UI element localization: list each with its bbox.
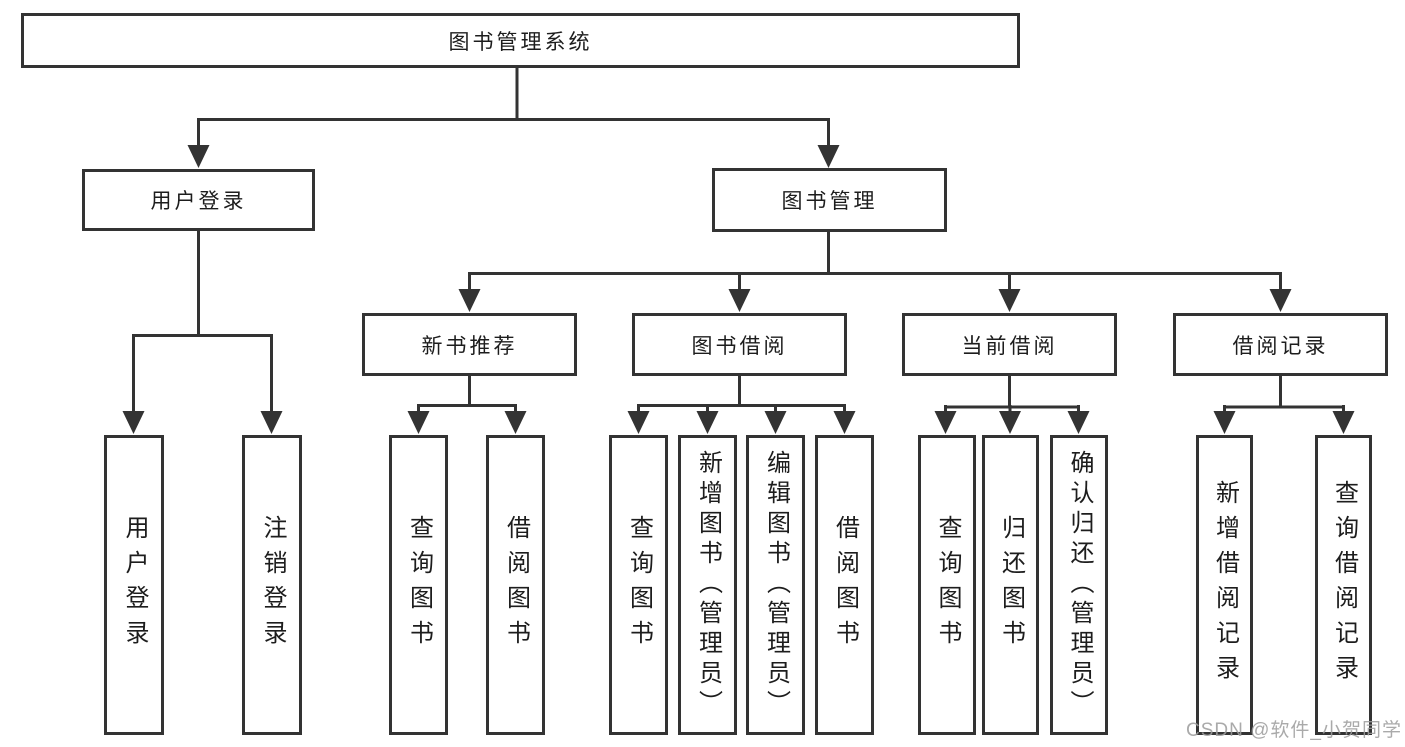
node-new-book-recommend-label: 新书推荐 xyxy=(421,334,518,358)
leaf-logout: 注销登录 xyxy=(242,435,302,735)
leaf-borrowing-query-books-label: 查询图书 xyxy=(625,515,653,655)
node-borrowing-records: 借阅记录 xyxy=(1173,313,1388,376)
leaf-borrowing-query-books: 查询图书 xyxy=(609,435,668,735)
node-current-borrowing-label: 当前借阅 xyxy=(961,334,1058,358)
leaf-current-return-books-label: 归还图书 xyxy=(997,515,1025,655)
leaf-borrowing-add-books-admin-label: 新增图书（管理员） xyxy=(694,450,722,720)
leaf-recommend-borrow-books-label: 借阅图书 xyxy=(502,515,530,655)
leaf-records-add-borrow-record-label: 新增借阅记录 xyxy=(1211,480,1239,690)
leaf-current-return-books: 归还图书 xyxy=(982,435,1039,735)
node-current-borrowing: 当前借阅 xyxy=(902,313,1117,376)
leaf-current-query-books: 查询图书 xyxy=(918,435,976,735)
leaf-borrowing-add-books-admin: 新增图书（管理员） xyxy=(678,435,737,735)
node-new-book-recommend: 新书推荐 xyxy=(362,313,577,376)
node-root-system-label: 图书管理系统 xyxy=(448,30,593,54)
node-root-system: 图书管理系统 xyxy=(21,13,1020,68)
leaf-records-add-borrow-record: 新增借阅记录 xyxy=(1196,435,1253,735)
leaf-records-query-borrow-record-label: 查询借阅记录 xyxy=(1330,480,1358,690)
leaf-logout-label: 注销登录 xyxy=(259,515,286,655)
csdn-watermark: CSDN @软件_小贺同学 xyxy=(1186,720,1402,741)
leaf-recommend-borrow-books: 借阅图书 xyxy=(486,435,545,735)
node-book-borrowing: 图书借阅 xyxy=(632,313,847,376)
node-book-borrowing-label: 图书借阅 xyxy=(691,334,788,358)
node-book-management-label: 图书管理 xyxy=(781,190,878,213)
node-user-login: 用户登录 xyxy=(82,169,315,231)
node-user-login-label: 用户登录 xyxy=(150,190,247,213)
leaf-borrowing-borrow-books-label: 借阅图书 xyxy=(831,515,859,655)
leaf-user-login: 用户登录 xyxy=(104,435,164,735)
leaf-recommend-query-books-label: 查询图书 xyxy=(405,515,433,655)
leaf-recommend-query-books: 查询图书 xyxy=(389,435,448,735)
leaf-current-confirm-return-admin-label: 确认归还（管理员） xyxy=(1066,450,1093,720)
leaf-user-login-label: 用户登录 xyxy=(121,515,148,655)
leaf-borrowing-edit-books-admin: 编辑图书（管理员） xyxy=(746,435,805,735)
leaf-current-confirm-return-admin: 确认归还（管理员） xyxy=(1050,435,1108,735)
leaf-borrowing-borrow-books: 借阅图书 xyxy=(815,435,874,735)
node-book-management: 图书管理 xyxy=(712,168,947,232)
node-borrowing-records-label: 借阅记录 xyxy=(1232,334,1329,358)
leaf-current-query-books-label: 查询图书 xyxy=(934,515,961,655)
leaf-records-query-borrow-record: 查询借阅记录 xyxy=(1315,435,1372,735)
leaf-borrowing-edit-books-admin-label: 编辑图书（管理员） xyxy=(762,450,790,720)
